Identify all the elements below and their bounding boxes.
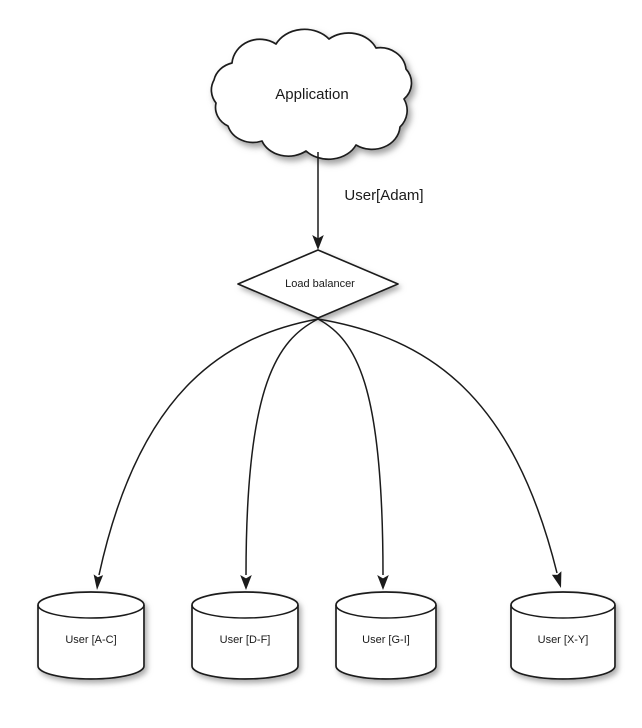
edge-to-shard-4 bbox=[317, 318, 562, 588]
node-database-1[interactable]: User [A-C] bbox=[37, 591, 145, 680]
database-icon bbox=[37, 591, 145, 680]
load-balancer-label: Load balancer bbox=[285, 278, 355, 290]
arrow-head-icon bbox=[93, 574, 104, 590]
diamond-icon bbox=[237, 249, 399, 319]
edges-balancer-to-shards bbox=[93, 318, 562, 590]
edge-curve bbox=[317, 318, 558, 574]
database-label: User [X-Y] bbox=[538, 634, 589, 646]
database-label: User [D-F] bbox=[220, 634, 271, 646]
edge-label-user-adam: User[Adam] bbox=[344, 187, 423, 204]
edge-to-shard-2 bbox=[240, 318, 319, 590]
edge-application-to-balancer: User[Adam] bbox=[312, 152, 424, 250]
arrow-head-icon bbox=[240, 575, 252, 590]
node-load-balancer[interactable]: Load balancer bbox=[237, 249, 399, 319]
edge-curve bbox=[245, 318, 319, 576]
database-top-ellipse bbox=[37, 604, 145, 619]
node-database-3[interactable]: User [G-I] bbox=[335, 591, 437, 680]
database-icon bbox=[191, 591, 299, 680]
edge-curve bbox=[317, 318, 384, 576]
database-top-ellipse bbox=[335, 604, 437, 619]
arrow-head-icon bbox=[551, 571, 562, 588]
arrow-head-icon bbox=[312, 235, 324, 250]
cloud-icon bbox=[210, 28, 413, 161]
edge-to-shard-1 bbox=[93, 318, 319, 590]
database-icon bbox=[510, 591, 616, 680]
database-label: User [A-C] bbox=[65, 634, 116, 646]
database-icon bbox=[335, 591, 437, 680]
node-database-2[interactable]: User [D-F] bbox=[191, 591, 299, 680]
database-label: User [G-I] bbox=[362, 634, 410, 646]
arrow-head-icon bbox=[377, 575, 389, 590]
application-label: Application bbox=[275, 86, 348, 103]
node-database-4[interactable]: User [X-Y] bbox=[510, 591, 616, 680]
edge-to-shard-3 bbox=[317, 318, 389, 590]
edge-curve bbox=[98, 318, 319, 576]
database-top-ellipse bbox=[510, 604, 616, 619]
node-application[interactable]: Application bbox=[210, 28, 413, 161]
database-top-ellipse bbox=[191, 604, 299, 619]
